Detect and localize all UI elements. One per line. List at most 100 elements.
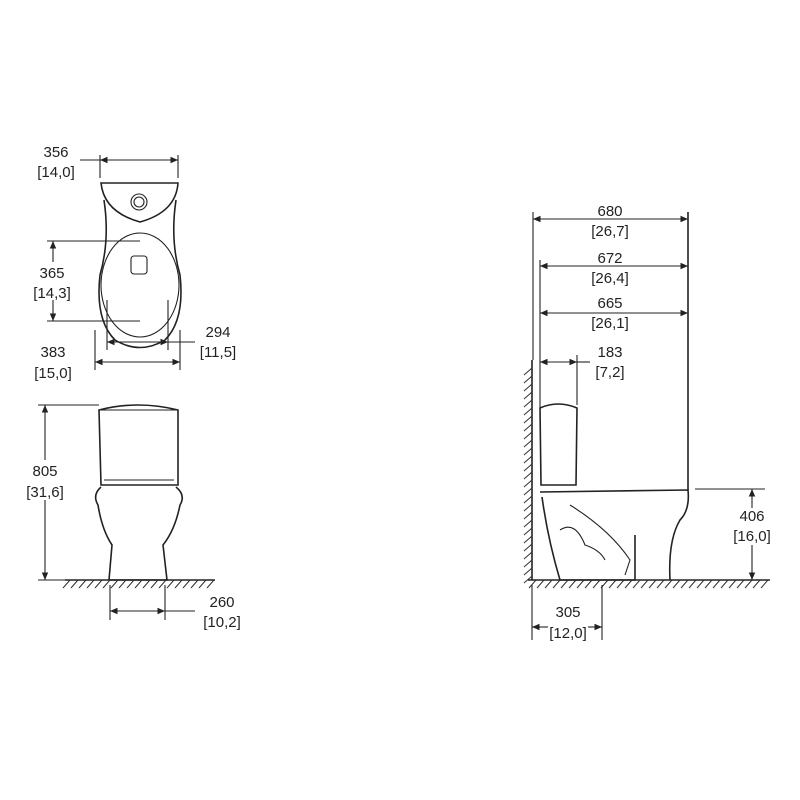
hatch-mark <box>102 579 111 589</box>
hatch-mark <box>728 579 737 589</box>
hatch-mark <box>118 579 127 589</box>
hatch-mark <box>110 579 119 589</box>
hatch-mark <box>523 543 533 552</box>
hatch-mark <box>94 579 103 589</box>
hatch-mark <box>523 439 533 448</box>
hatch-mark <box>704 579 713 589</box>
hatch-mark <box>680 579 689 589</box>
hatch-mark <box>523 455 533 464</box>
hatch-mark <box>523 487 533 496</box>
hatch-mark <box>206 579 215 589</box>
hatch-mark <box>736 579 745 589</box>
dim-680-in: [26,7] <box>591 223 629 240</box>
hatch-mark <box>640 579 649 589</box>
hatch-mark <box>523 447 533 456</box>
dim-672-in: [26,4] <box>591 270 629 287</box>
hatch-mark <box>523 399 533 408</box>
dim-665-mm: 665 <box>597 295 622 312</box>
hatch-mark <box>523 383 533 392</box>
dim-680-mm: 680 <box>597 203 622 220</box>
hatch-mark <box>523 519 533 528</box>
hatch-mark <box>523 415 533 424</box>
hatch-mark <box>760 579 769 589</box>
dim-294-in: [11,5] <box>200 344 236 361</box>
dim-672-mm: 672 <box>597 250 622 267</box>
hatch-mark <box>523 463 533 472</box>
hatch-mark <box>523 559 533 568</box>
hatch-mark <box>568 579 577 589</box>
hatch-mark <box>126 579 135 589</box>
hatch-mark <box>166 579 175 589</box>
dim-805-in: [31,6] <box>26 484 64 501</box>
dim-260-in: [10,2] <box>203 614 241 631</box>
hatch-mark <box>648 579 657 589</box>
hatch-mark <box>150 579 159 589</box>
hatch-mark <box>523 575 533 584</box>
hatch-mark <box>744 579 753 589</box>
hatch-mark <box>712 579 721 589</box>
hatch-mark <box>78 579 87 589</box>
hatch-mark <box>190 579 199 589</box>
dim-260-mm: 260 <box>209 594 234 611</box>
hatch-mark <box>182 579 191 589</box>
dim-305-mm: 305 <box>555 604 580 621</box>
dim-183-mm: 183 <box>597 344 622 361</box>
dim-183-in: [7,2] <box>595 364 624 381</box>
hatch-mark <box>664 579 673 589</box>
hatch-mark <box>696 579 705 589</box>
hatch-mark <box>752 579 761 589</box>
hatch-mark <box>523 479 533 488</box>
hatch-mark <box>523 375 533 384</box>
hatch-mark <box>523 511 533 520</box>
hatch-mark <box>544 579 553 589</box>
dim-406-in: [16,0] <box>733 528 771 545</box>
hatch-mark <box>592 579 601 589</box>
hatch-mark <box>174 579 183 589</box>
hatch-mark <box>70 579 79 589</box>
hatch-mark <box>523 495 533 504</box>
hatch-mark <box>523 471 533 480</box>
hatch-mark <box>552 579 561 589</box>
hatch-mark <box>616 579 625 589</box>
dim-294-mm: 294 <box>205 324 230 341</box>
dim-365-mm: 365 <box>39 265 64 282</box>
front-view: 805 [31,6] 260 [10,2] <box>26 404 241 631</box>
hatch-mark <box>62 579 71 589</box>
hatch-mark <box>134 579 143 589</box>
dim-805-mm: 805 <box>32 463 57 480</box>
hatch-mark <box>86 579 95 589</box>
dim-383-mm: 383 <box>40 344 65 361</box>
hatch-mark <box>528 579 537 589</box>
dim-365-in: [14,3] <box>33 285 71 302</box>
hatch-mark <box>720 579 729 589</box>
dim-356-in: [14,0] <box>37 164 75 181</box>
hatch-mark <box>656 579 665 589</box>
hatch-mark <box>523 367 533 376</box>
hatch-mark <box>523 431 533 440</box>
hatch-mark <box>576 579 585 589</box>
hatch-mark <box>560 579 569 589</box>
hatch-mark <box>624 579 633 589</box>
side-view: 680 [26,7] 672 [26,4] 665 [26,1] 183 [7,… <box>523 203 771 642</box>
hatch-mark <box>523 527 533 536</box>
dim-406-mm: 406 <box>739 508 764 525</box>
hatch-mark <box>536 579 545 589</box>
hatch-mark <box>523 391 533 400</box>
hatch-mark <box>523 535 533 544</box>
top-view: 356 [14,0] 365 [14,3] 294 [11,5] 383 [15… <box>33 144 236 382</box>
dim-356-mm: 356 <box>43 144 68 161</box>
hatch-mark <box>198 579 207 589</box>
hatch-mark <box>608 579 617 589</box>
hatch-mark <box>523 423 533 432</box>
hatch-mark <box>688 579 697 589</box>
hatch-mark <box>632 579 641 589</box>
hatch-mark <box>523 567 533 576</box>
hatch-mark <box>158 579 167 589</box>
hatch-mark <box>523 503 533 512</box>
hatch-mark <box>584 579 593 589</box>
hatch-mark <box>523 551 533 560</box>
hatch-mark <box>672 579 681 589</box>
dim-305-in: [12,0] <box>549 625 587 642</box>
